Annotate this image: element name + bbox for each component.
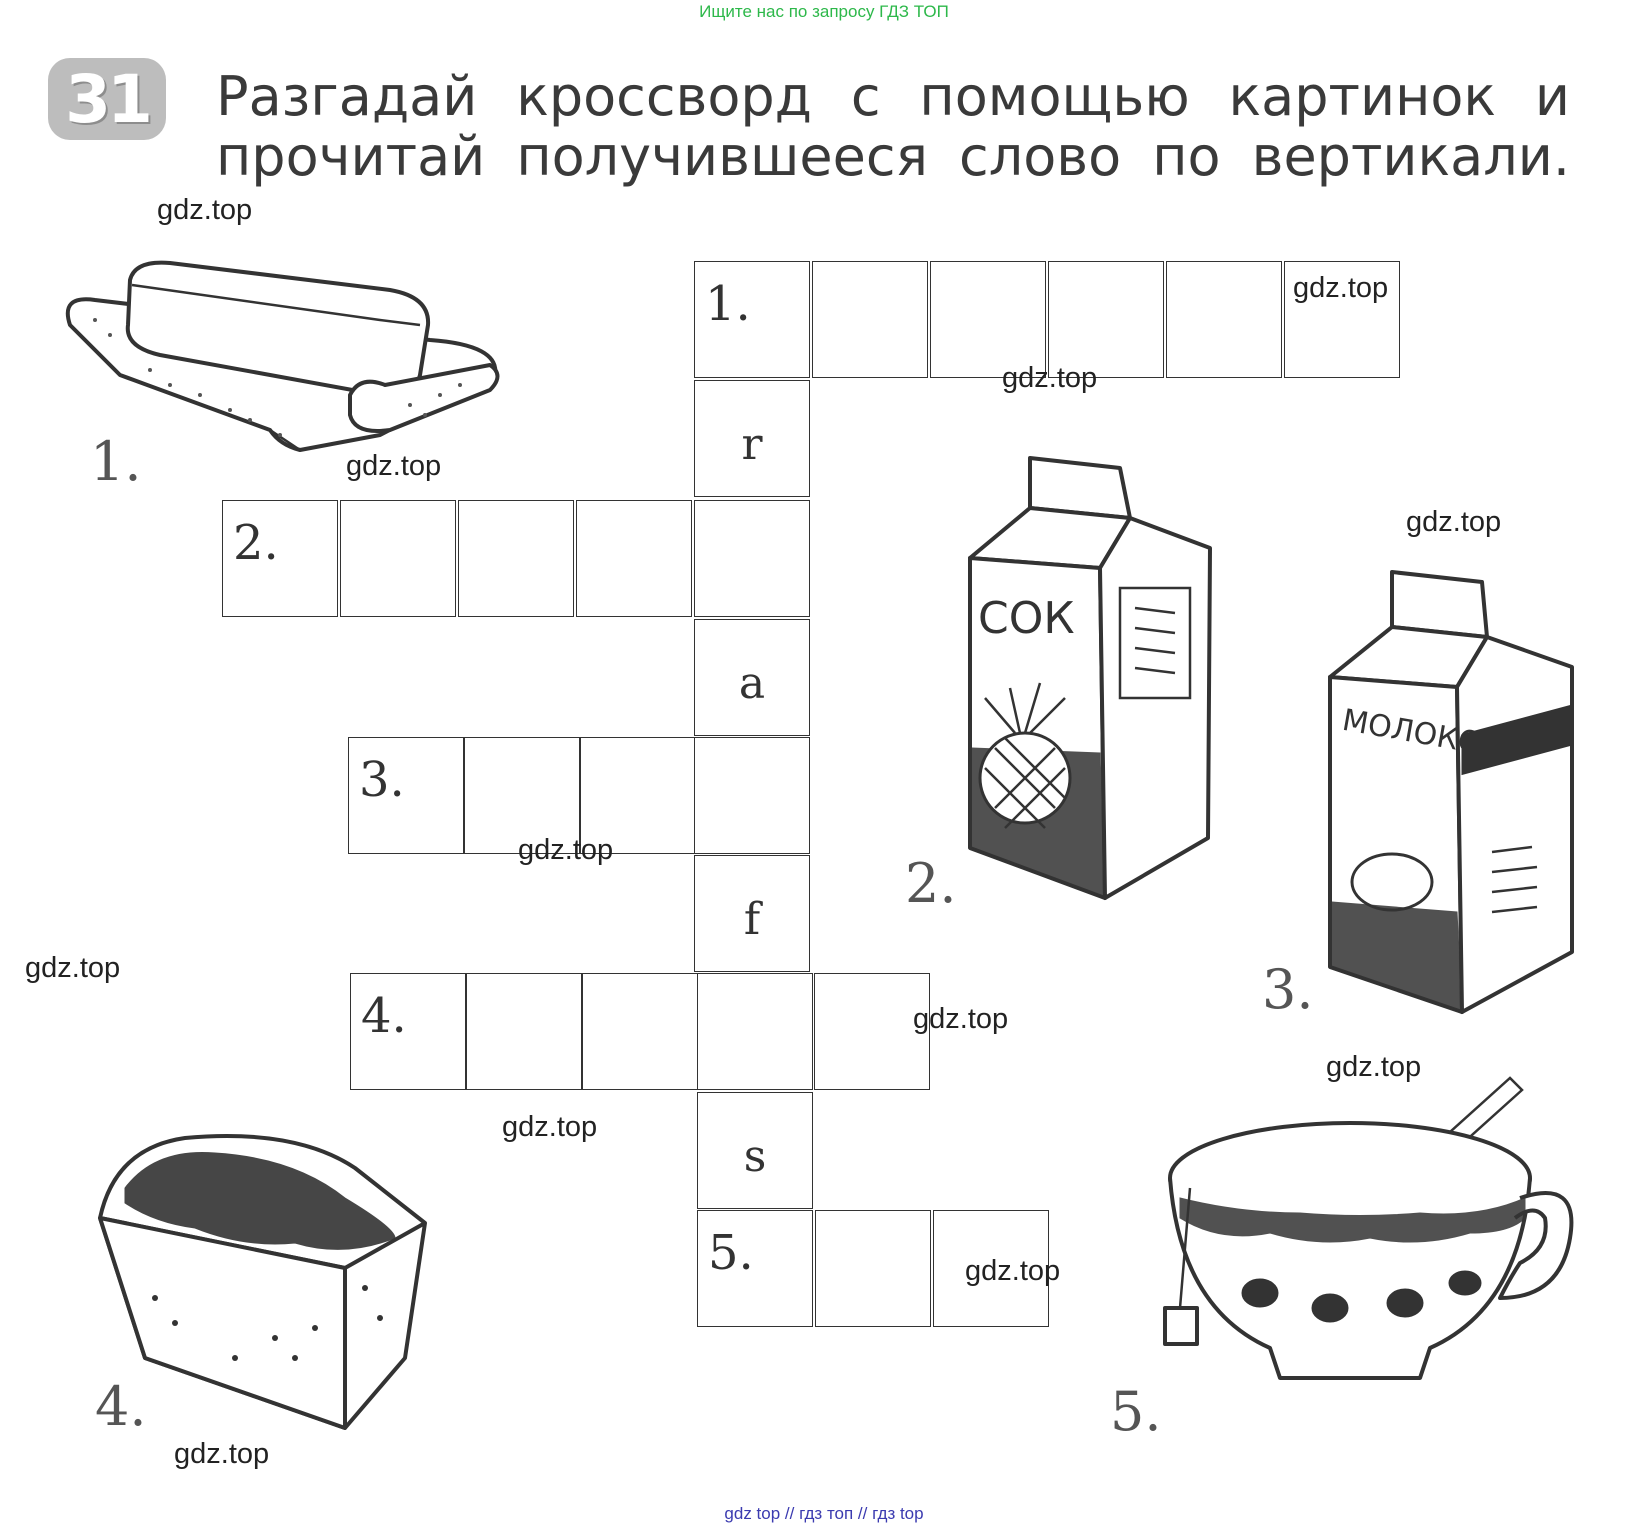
row3-cell-1[interactable]: 3. [348, 737, 464, 854]
milk-carton-icon: МОЛОКО [1322, 562, 1582, 1027]
vertical-cell-r[interactable]: r [694, 380, 810, 497]
watermark: gdz.top [518, 834, 614, 866]
juice-label: СОК [978, 593, 1075, 644]
butter-icon [50, 245, 520, 460]
watermark: gdz.top [965, 1255, 1061, 1287]
watermark: gdz.top [25, 952, 121, 984]
watermark: gdz.top [913, 1003, 1009, 1035]
footer-links[interactable]: gdz top // гдз топ // гдз top [724, 1504, 924, 1523]
picture-number-1: 1. [90, 430, 142, 493]
row1-cell-6[interactable] [1284, 261, 1400, 378]
row1-cell-2[interactable] [812, 261, 928, 378]
picture-number-3: 3. [1262, 958, 1314, 1021]
task-number-badge: 31 [48, 58, 166, 140]
watermark: gdz.top [174, 1438, 270, 1470]
bread-loaf-icon [95, 1128, 455, 1443]
given-letter-f: f [743, 894, 761, 945]
row1-cell-1[interactable]: 1. [694, 261, 810, 378]
clue-number-4: 4. [361, 988, 407, 1044]
row4-cell-5[interactable] [814, 973, 930, 1090]
row4-cell-1[interactable]: 4. [350, 973, 466, 1090]
watermark: gdz.top [1326, 1051, 1422, 1083]
row2-cell-1[interactable]: 2. [222, 500, 338, 617]
watermark: gdz.top [157, 194, 253, 226]
watermark: gdz.top [1293, 272, 1389, 304]
clue-number-1: 1. [705, 276, 751, 332]
row1-cell-4[interactable] [1048, 261, 1164, 378]
given-letter-a: a [738, 658, 766, 709]
row1-cell-3[interactable] [930, 261, 1046, 378]
task-instruction-line-1: Разгадай кроссворд с помощью картинок и [216, 65, 1570, 128]
picture-number-2: 2. [905, 852, 957, 915]
vertical-cell-s[interactable]: s [697, 1092, 813, 1209]
given-letter-r: r [741, 419, 763, 470]
clue-number-2: 2. [233, 515, 279, 571]
vertical-cell-f[interactable]: f [694, 855, 810, 972]
juice-carton-icon: СОК [960, 448, 1220, 913]
row3-cell-4[interactable] [694, 737, 810, 854]
row3-cell-2[interactable] [464, 737, 580, 854]
top-banner[interactable]: Ищите нас по запросу ГДЗ ТОП [699, 2, 949, 21]
picture-number-5: 5. [1110, 1380, 1162, 1443]
row2-cell-4[interactable] [576, 500, 692, 617]
row5-cell-3[interactable] [933, 1210, 1049, 1327]
row3-cell-3[interactable] [580, 737, 696, 854]
picture-number-4: 4. [95, 1375, 147, 1438]
given-letter-s: s [743, 1131, 767, 1182]
row5-cell-1[interactable]: 5. [697, 1210, 813, 1327]
watermark: gdz.top [1406, 506, 1502, 538]
row4-cell-2[interactable] [466, 973, 582, 1090]
row2-cell-5[interactable] [694, 500, 810, 617]
task-instruction-line-2: прочитай получившееся слово по вертикали… [216, 125, 1570, 188]
row2-cell-3[interactable] [458, 500, 574, 617]
row1-cell-5[interactable] [1166, 261, 1282, 378]
clue-number-3: 3. [359, 752, 405, 808]
watermark: gdz.top [1002, 362, 1098, 394]
row4-cell-3[interactable] [582, 973, 698, 1090]
watermark: gdz.top [346, 450, 442, 482]
watermark: gdz.top [502, 1111, 598, 1143]
row5-cell-2[interactable] [815, 1210, 931, 1327]
row4-cell-4[interactable] [697, 973, 813, 1090]
row2-cell-2[interactable] [340, 500, 456, 617]
tea-cup-icon [1160, 1068, 1580, 1413]
vertical-cell-a[interactable]: a [694, 619, 810, 736]
clue-number-5: 5. [708, 1225, 754, 1281]
